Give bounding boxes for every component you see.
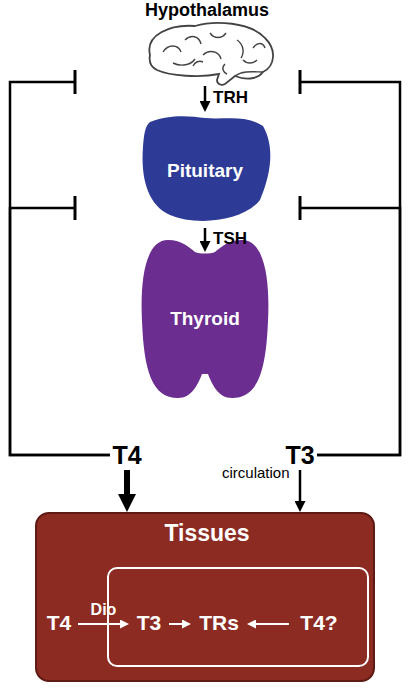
brain-fold: [173, 59, 195, 65]
stimulation-arrow: [204, 86, 207, 101]
brain-fold: [235, 72, 263, 76]
hormone-name: T3: [129, 610, 169, 635]
feedback-connector: [10, 82, 110, 455]
hormone-name: T4?: [289, 610, 349, 635]
edge-label: TSH: [213, 229, 247, 249]
feedback-connector: [300, 82, 400, 455]
brain-fold: [203, 52, 221, 59]
brain-fold: [185, 37, 201, 44]
gland-name: Pituitary: [130, 160, 280, 183]
feedback-connector: [300, 208, 400, 455]
gland-shape: [142, 240, 269, 398]
brain-outline: [149, 23, 273, 85]
edge-label: Dio: [91, 600, 117, 619]
brain-fold: [243, 60, 257, 63]
hormone-name: T4: [40, 610, 78, 635]
edge-label: TRH: [213, 88, 248, 108]
hormone-node: T4: [40, 610, 78, 638]
brain-fold: [210, 33, 226, 38]
box-heading: Tissues: [127, 520, 287, 548]
brain-fold: [193, 61, 203, 66]
brain-fold: [237, 40, 243, 58]
receptor-name: TRs: [191, 610, 247, 635]
brain-fold: [163, 46, 181, 52]
tissue-box: TissuesT4 T3 TRs T4?: [35, 512, 375, 682]
hormone-name: T4: [110, 440, 144, 470]
receptor-compartment: T3 TRs T4?: [107, 567, 369, 667]
hormone-node: T3: [129, 610, 169, 638]
hormone-node: T4: [110, 440, 144, 470]
conversion-arrow: [78, 623, 120, 625]
region-heading: Hypothalamus: [107, 0, 307, 22]
brain-fold: [253, 44, 265, 49]
gland-name: Thyroid: [155, 308, 255, 331]
brain-fold: [223, 64, 227, 74]
hormone-node: T3: [283, 440, 317, 470]
circulation-arrow: [299, 470, 302, 501]
hormone-name: T3: [283, 440, 317, 470]
receptor-node: TRs: [191, 610, 247, 638]
pituitary-gland: Pituitary: [75, 112, 300, 228]
feedback-connector: [10, 208, 110, 455]
binding-arrow: [256, 623, 289, 625]
circulation-arrow: [124, 470, 130, 494]
brain-region: Hypothalamus: [75, 0, 300, 86]
hormone-node: T4?: [289, 610, 349, 638]
thyroid-gland: Thyroid: [120, 236, 290, 401]
stimulation-arrow: [204, 228, 207, 241]
pathway-note: circulation: [222, 464, 290, 481]
binding-arrow: [169, 623, 182, 625]
